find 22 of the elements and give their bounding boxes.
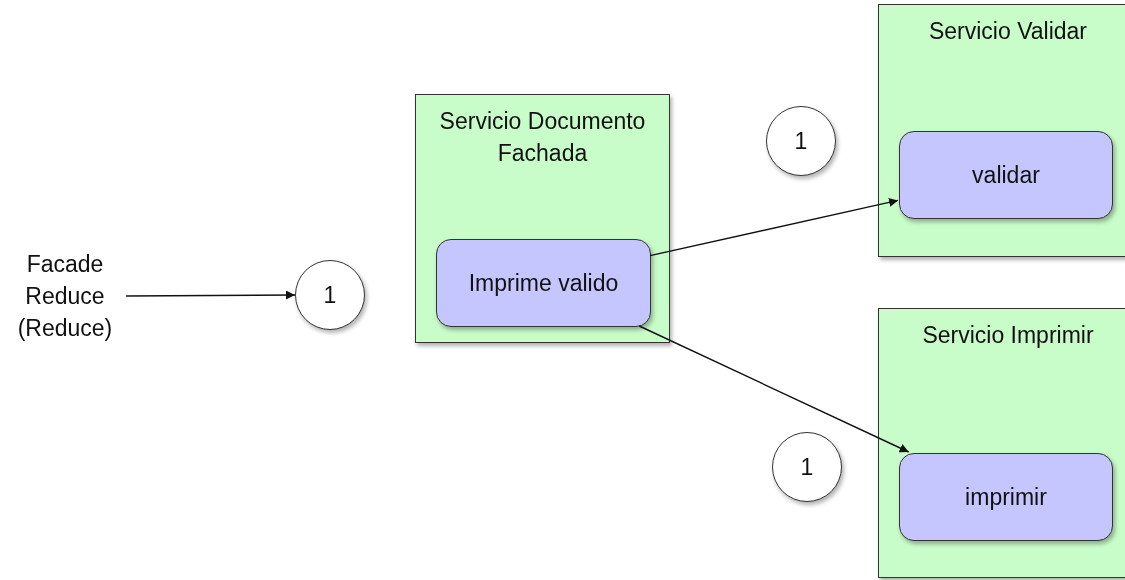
arrow bbox=[125, 290, 296, 300]
service-box bbox=[878, 308, 1125, 578]
node-label: 1 bbox=[800, 452, 814, 482]
number-circle bbox=[772, 432, 842, 502]
node-label: validar bbox=[972, 160, 1040, 190]
service-box bbox=[415, 94, 670, 343]
arrow bbox=[638, 325, 910, 453]
arrow bbox=[649, 197, 899, 257]
operation-box bbox=[436, 239, 651, 327]
node-label: Facade Reduce (Reduce) bbox=[16, 249, 114, 344]
service-title: Servicio Validar bbox=[927, 17, 1089, 46]
number-circle bbox=[766, 106, 836, 176]
operation-box bbox=[899, 453, 1113, 541]
operation-box bbox=[899, 131, 1113, 219]
service-title: Servicio Imprimir bbox=[921, 321, 1095, 350]
service-box bbox=[878, 4, 1125, 257]
service-title: Servicio Documento Fachada bbox=[438, 107, 647, 169]
node-label: 1 bbox=[794, 126, 808, 156]
number-circle bbox=[295, 260, 365, 330]
node-label: 1 bbox=[323, 280, 337, 310]
node-label: Imprime valido bbox=[468, 268, 619, 298]
node-label: imprimir bbox=[965, 482, 1047, 512]
